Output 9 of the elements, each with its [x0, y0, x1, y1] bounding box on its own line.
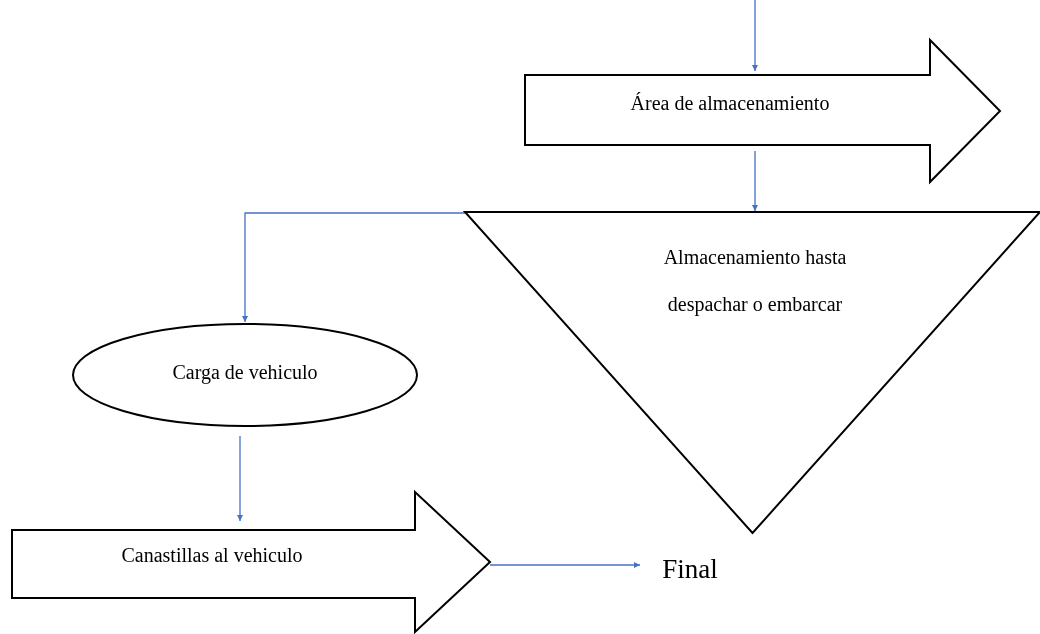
- node-label: Carga de vehiculo: [171, 360, 319, 385]
- arrow: [489, 561, 641, 569]
- node-label: Almacenamiento hasta despachar o embarcar: [662, 245, 848, 318]
- arrow: [751, 150, 759, 212]
- arrow: [236, 435, 244, 522]
- node-label: Final: [661, 553, 719, 586]
- node-label: Canastillas al vehiculo: [120, 543, 304, 568]
- node-label: Área de almacenamiento: [629, 91, 831, 116]
- arrow: [751, 0, 759, 72]
